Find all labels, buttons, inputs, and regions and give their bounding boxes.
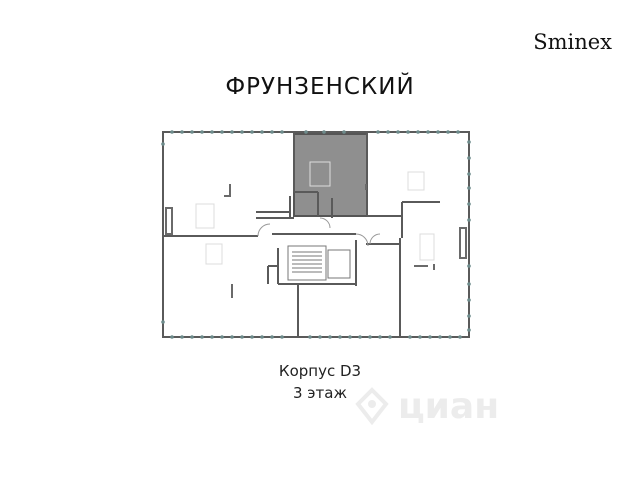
building-label: Корпус D3 (278, 362, 362, 380)
highlighted-apartment[interactable] (293, 133, 368, 217)
interior-walls (163, 132, 440, 337)
cian-logo-icon (355, 387, 389, 426)
windows (161, 130, 471, 339)
brand-logo: Sminex (533, 30, 612, 54)
stair-core (287, 245, 351, 281)
page-title: ФРУНЗЕНСКИЙ (225, 74, 415, 100)
outer-wall (162, 131, 470, 338)
watermark: циан (352, 384, 562, 428)
floor-label: 3 этаж (293, 384, 347, 402)
watermark-text: циан (398, 385, 500, 427)
door-swings (257, 217, 381, 247)
fixtures (165, 184, 467, 298)
furniture-outlines (195, 161, 435, 265)
floor-plan (161, 130, 471, 339)
